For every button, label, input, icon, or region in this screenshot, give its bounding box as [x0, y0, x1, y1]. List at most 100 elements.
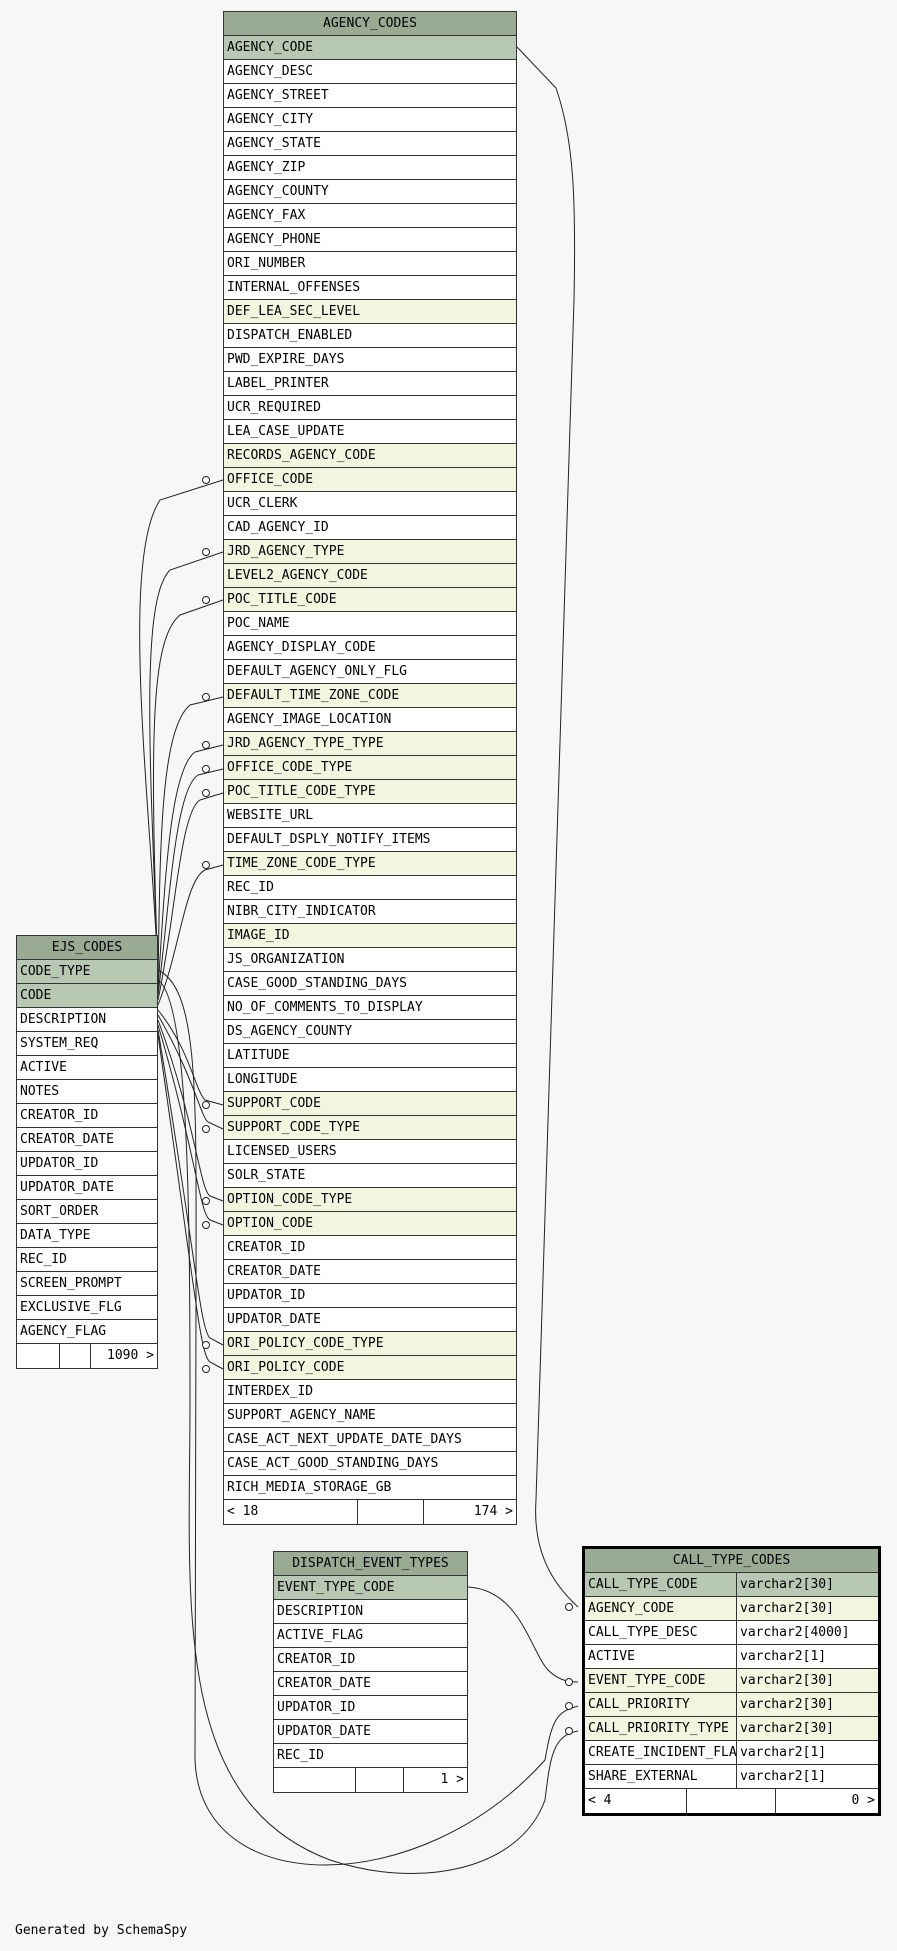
column-row[interactable]: AGENCY_DESC	[224, 60, 516, 84]
column-row[interactable]: EVENT_TYPE_CODE	[274, 1576, 467, 1600]
column-row[interactable]: UPDATOR_ID	[224, 1284, 516, 1308]
column-row[interactable]: UPDATOR_DATE	[274, 1720, 467, 1744]
column-row[interactable]: ACTIVE_FLAG	[274, 1624, 467, 1648]
column-row[interactable]: UPDATOR_DATE	[17, 1176, 157, 1200]
column-row[interactable]: OPTION_CODE	[224, 1212, 516, 1236]
column-row[interactable]: LEVEL2_AGENCY_CODE	[224, 564, 516, 588]
column-row[interactable]: LEA_CASE_UPDATE	[224, 420, 516, 444]
column-row[interactable]: LONGITUDE	[224, 1068, 516, 1092]
column-row[interactable]: CREATOR_ID	[17, 1104, 157, 1128]
column-row[interactable]: ORI_POLICY_CODE	[224, 1356, 516, 1380]
column-row[interactable]: CODE	[17, 984, 157, 1008]
column-row[interactable]: DESCRIPTION	[274, 1600, 467, 1624]
column-row[interactable]: AGENCY_FAX	[224, 204, 516, 228]
column-row[interactable]: AGENCY_DISPLAY_CODE	[224, 636, 516, 660]
column-row[interactable]: SOLR_STATE	[224, 1164, 516, 1188]
column-row[interactable]: LATITUDE	[224, 1044, 516, 1068]
column-row[interactable]: DEF_LEA_SEC_LEVEL	[224, 300, 516, 324]
column-row[interactable]: OFFICE_CODE	[224, 468, 516, 492]
column-row[interactable]: AGENCY_STREET	[224, 84, 516, 108]
column-row[interactable]: POC_NAME	[224, 612, 516, 636]
column-name: NO_OF_COMMENTS_TO_DISPLAY	[227, 1000, 423, 1015]
column-row[interactable]: RECORDS_AGENCY_CODE	[224, 444, 516, 468]
column-row[interactable]: CREATOR_ID	[274, 1648, 467, 1672]
column-row[interactable]: UPDATOR_ID	[17, 1152, 157, 1176]
column-row[interactable]: SYSTEM_REQ	[17, 1032, 157, 1056]
column-row[interactable]: CASE_GOOD_STANDING_DAYS	[224, 972, 516, 996]
column-row[interactable]: DS_AGENCY_COUNTY	[224, 1020, 516, 1044]
column-row[interactable]: NOTES	[17, 1080, 157, 1104]
column-row[interactable]: UCR_CLERK	[224, 492, 516, 516]
column-row[interactable]: UPDATOR_ID	[274, 1696, 467, 1720]
column-row[interactable]: OPTION_CODE_TYPE	[224, 1188, 516, 1212]
column-row[interactable]: CREATOR_DATE	[224, 1260, 516, 1284]
column-row[interactable]: REC_ID	[224, 876, 516, 900]
column-row[interactable]: OFFICE_CODE_TYPE	[224, 756, 516, 780]
column-row[interactable]: JRD_AGENCY_TYPE_TYPE	[224, 732, 516, 756]
column-row[interactable]: DEFAULT_AGENCY_ONLY_FLG	[224, 660, 516, 684]
column-row[interactable]: TIME_ZONE_CODE_TYPE	[224, 852, 516, 876]
column-row[interactable]: DISPATCH_ENABLED	[224, 324, 516, 348]
column-row[interactable]: SUPPORT_CODE_TYPE	[224, 1116, 516, 1140]
column-name: REC_ID	[277, 1748, 324, 1763]
column-row[interactable]: JRD_AGENCY_TYPE	[224, 540, 516, 564]
column-row[interactable]: CREATOR_ID	[224, 1236, 516, 1260]
column-row[interactable]: RICH_MEDIA_STORAGE_GB	[224, 1476, 516, 1500]
column-row[interactable]: UPDATOR_DATE	[224, 1308, 516, 1332]
column-row[interactable]: ORI_POLICY_CODE_TYPE	[224, 1332, 516, 1356]
column-row[interactable]: REC_ID	[17, 1248, 157, 1272]
column-row[interactable]: UCR_REQUIRED	[224, 396, 516, 420]
column-row[interactable]: AGENCY_IMAGE_LOCATION	[224, 708, 516, 732]
column-row[interactable]: AGENCY_CODE	[224, 36, 516, 60]
column-row[interactable]: JS_ORGANIZATION	[224, 948, 516, 972]
column-row[interactable]: SUPPORT_CODE	[224, 1092, 516, 1116]
column-row[interactable]: CAD_AGENCY_ID	[224, 516, 516, 540]
column-row[interactable]: DESCRIPTION	[17, 1008, 157, 1032]
column-row[interactable]: PWD_EXPIRE_DAYS	[224, 348, 516, 372]
column-row[interactable]: CASE_ACT_NEXT_UPDATE_DATE_DAYS	[224, 1428, 516, 1452]
column-row[interactable]: NO_OF_COMMENTS_TO_DISPLAY	[224, 996, 516, 1020]
column-row[interactable]: CODE_TYPE	[17, 960, 157, 984]
column-row[interactable]: CASE_ACT_GOOD_STANDING_DAYS	[224, 1452, 516, 1476]
column-row[interactable]: AGENCY_CITY	[224, 108, 516, 132]
column-row[interactable]: SORT_ORDER	[17, 1200, 157, 1224]
column-row[interactable]: EXCLUSIVE_FLG	[17, 1296, 157, 1320]
column-row[interactable]: NIBR_CITY_INDICATOR	[224, 900, 516, 924]
column-row[interactable]: AGENCY_PHONE	[224, 228, 516, 252]
column-row[interactable]: INTERNAL_OFFENSES	[224, 276, 516, 300]
column-row[interactable]: SUPPORT_AGENCY_NAME	[224, 1404, 516, 1428]
column-row[interactable]: AGENCY_COUNTY	[224, 180, 516, 204]
column-row[interactable]: CREATOR_DATE	[17, 1128, 157, 1152]
column-row[interactable]: LABEL_PRINTER	[224, 372, 516, 396]
column-row[interactable]: CREATOR_DATE	[274, 1672, 467, 1696]
column-row[interactable]: POC_TITLE_CODE_TYPE	[224, 780, 516, 804]
column-row[interactable]: AGENCY_ZIP	[224, 156, 516, 180]
column-row[interactable]: AGENCY_FLAG	[17, 1320, 157, 1344]
column-row[interactable]: AGENCY_STATE	[224, 132, 516, 156]
column-row[interactable]: DATA_TYPE	[17, 1224, 157, 1248]
column-row[interactable]: DEFAULT_TIME_ZONE_CODE	[224, 684, 516, 708]
column-row[interactable]: WEBSITE_URL	[224, 804, 516, 828]
column-row[interactable]: INTERDEX_ID	[224, 1380, 516, 1404]
column-row[interactable]: DEFAULT_DSPLY_NOTIFY_ITEMS	[224, 828, 516, 852]
column-row[interactable]: ORI_NUMBER	[224, 252, 516, 276]
column-row[interactable]: ACTIVE	[17, 1056, 157, 1080]
column-row[interactable]: LICENSED_USERS	[224, 1140, 516, 1164]
column-row[interactable]: POC_TITLE_CODE	[224, 588, 516, 612]
column-row[interactable]: IMAGE_ID	[224, 924, 516, 948]
column-row[interactable]: SCREEN_PROMPT	[17, 1272, 157, 1296]
column-row[interactable]: REC_ID	[274, 1744, 467, 1768]
